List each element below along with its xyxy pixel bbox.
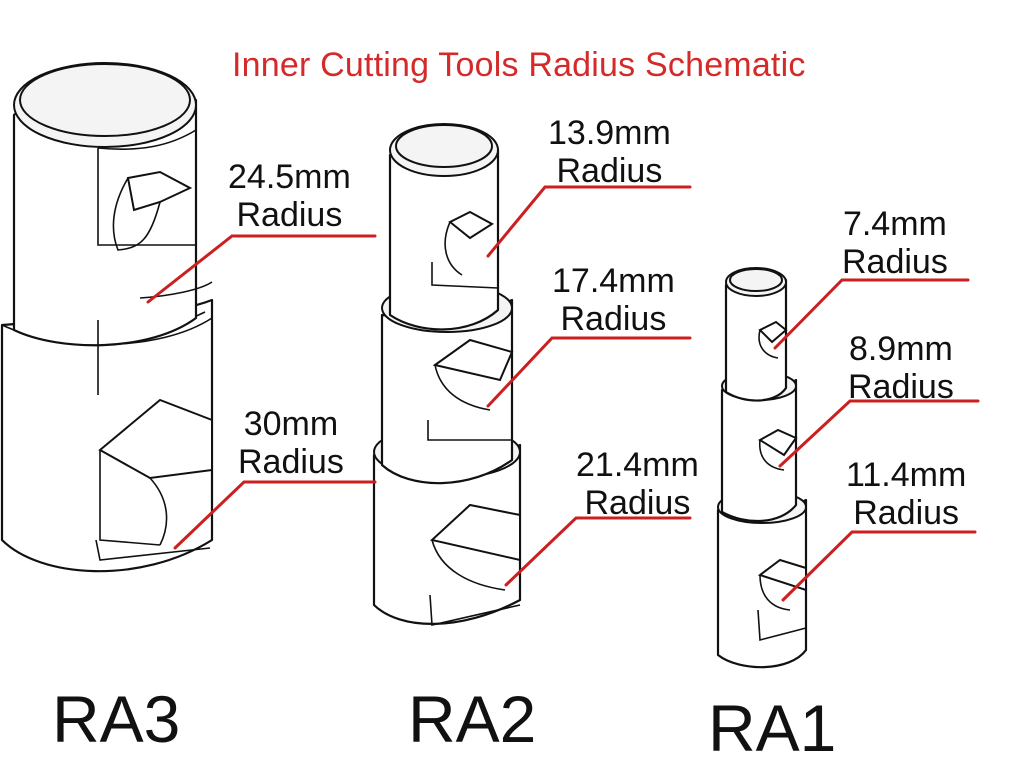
leader-ra2-13-9 xyxy=(486,185,692,258)
label-ra3-30: 30mm Radius xyxy=(238,405,344,481)
leader-ra1-8-9 xyxy=(778,399,980,468)
leader-ra1-11-4 xyxy=(781,530,977,602)
label-ra1-11-4: 11.4mm Radius xyxy=(846,456,966,532)
label-unit: Radius xyxy=(236,196,343,234)
label-ra2-17-4: 17.4mm Radius xyxy=(552,262,675,338)
label-unit: Radius xyxy=(560,300,667,338)
leader-ra2-17-4 xyxy=(486,336,692,408)
label-value: 30mm xyxy=(243,405,339,443)
label-value: 21.4mm xyxy=(576,446,699,484)
label-unit: Radius xyxy=(556,152,663,190)
label-unit: Radius xyxy=(848,368,954,406)
label-value: 17.4mm xyxy=(552,262,675,300)
label-unit: Radius xyxy=(842,243,948,281)
diagram-title: Inner Cutting Tools Radius Schematic xyxy=(232,46,806,84)
tool-name-ra3: RA3 xyxy=(52,682,181,756)
label-ra3-24-5: 24.5mm Radius xyxy=(228,158,351,234)
tool-ra2-drawing xyxy=(372,123,522,626)
label-unit: Radius xyxy=(584,484,691,522)
leader-ra1-7-4 xyxy=(773,278,970,350)
label-ra1-8-9: 8.9mm Radius xyxy=(848,330,954,406)
label-ra2-13-9: 13.9mm Radius xyxy=(548,114,671,190)
tool-name-ra2: RA2 xyxy=(408,682,537,756)
leader-lines xyxy=(146,185,980,602)
tool-name-ra1: RA1 xyxy=(708,691,837,765)
tool-ra1-drawing xyxy=(716,267,808,669)
leader-ra2-21-4 xyxy=(504,516,692,587)
label-value: 8.9mm xyxy=(848,330,953,368)
leader-ra3-30 xyxy=(173,480,377,550)
tool-ra3-drawing xyxy=(0,62,214,573)
label-value: 11.4mm xyxy=(846,456,967,494)
leader-ra3-24-5 xyxy=(146,234,377,304)
label-unit: Radius xyxy=(238,443,344,481)
label-value: 13.9mm xyxy=(548,114,671,152)
label-value: 7.4mm xyxy=(842,205,947,243)
label-ra1-7-4: 7.4mm Radius xyxy=(842,205,948,281)
label-ra2-21-4: 21.4mm Radius xyxy=(576,446,699,522)
label-value: 24.5mm xyxy=(228,158,351,196)
label-unit: Radius xyxy=(853,494,960,532)
